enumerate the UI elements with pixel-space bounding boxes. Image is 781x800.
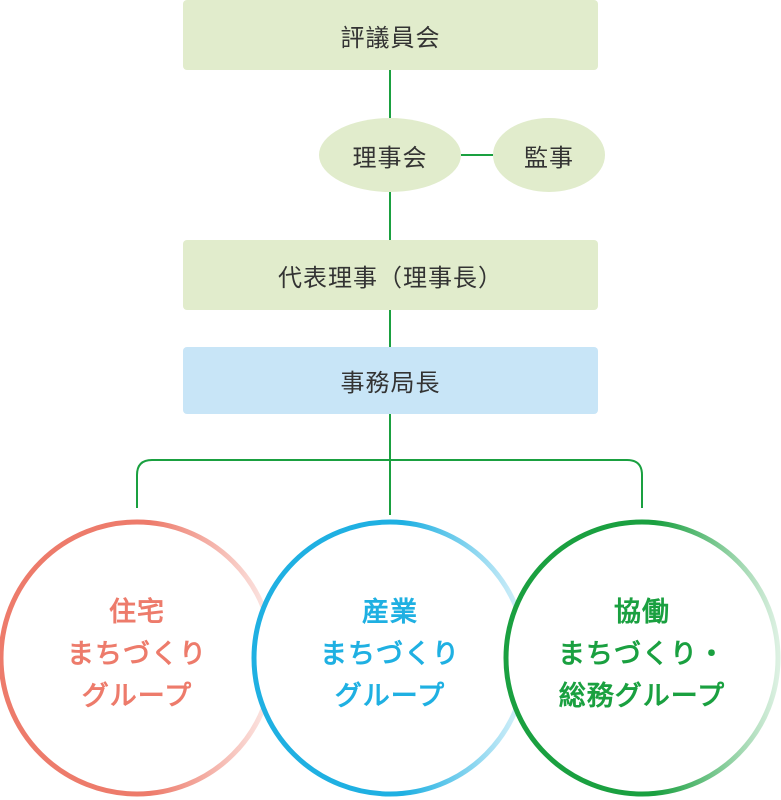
industry-group-line-3: グループ xyxy=(334,681,446,712)
collaboration-group-line-2: まちづくり・ xyxy=(558,639,726,670)
housing-group-line-2: まちづくり xyxy=(67,639,207,670)
industry-group-label: 産業 まちづくり グループ xyxy=(290,592,490,718)
industry-group-line-1: 産業 xyxy=(362,597,418,628)
collaboration-group-line-3: 総務グループ xyxy=(558,681,726,712)
housing-group-line-3: グループ xyxy=(81,681,193,712)
auditor-label: 監事 xyxy=(524,143,574,172)
line-branch-horizontal xyxy=(136,459,643,508)
housing-group-label: 住宅 まちづくり グループ xyxy=(37,592,237,718)
auditor-ellipse: 監事 xyxy=(493,118,605,192)
board-ellipse: 理事会 xyxy=(319,118,461,192)
council-box: 評議員会 xyxy=(183,0,598,70)
board-label: 理事会 xyxy=(352,143,428,172)
housing-group-line-1: 住宅 xyxy=(109,597,165,628)
collaboration-group-label: 協働 まちづくり・ 総務グループ xyxy=(532,592,752,718)
representative-label: 代表理事（理事長） xyxy=(278,263,503,292)
representative-box: 代表理事（理事長） xyxy=(183,240,598,310)
collaboration-group-line-1: 協働 xyxy=(614,597,670,628)
council-label: 評議員会 xyxy=(340,23,441,52)
secretary-general-label: 事務局長 xyxy=(340,369,441,397)
collaboration-group-circle xyxy=(503,519,781,797)
secretary-general-box: 事務局長 xyxy=(183,347,598,414)
industry-group-line-2: まちづくり xyxy=(320,639,460,670)
